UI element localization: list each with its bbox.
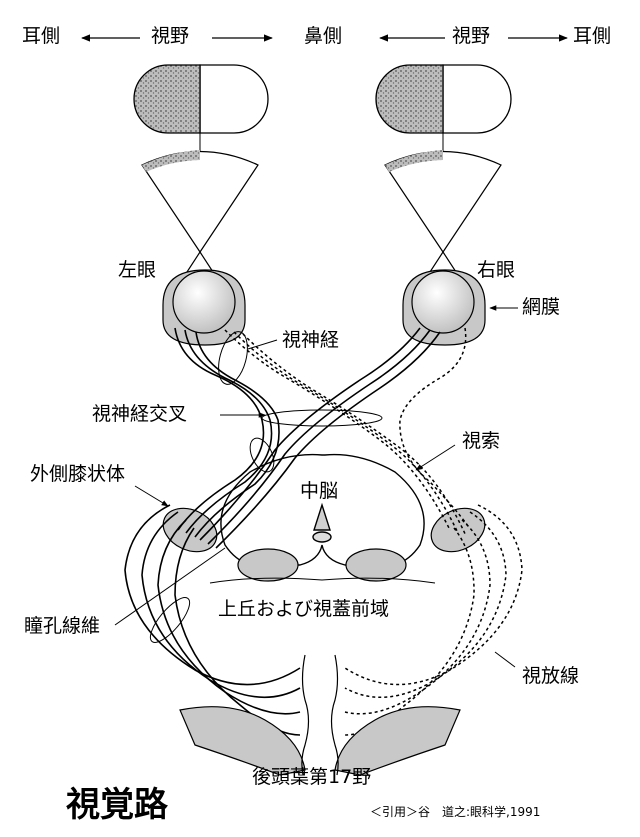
label-ear-right: 耳側 <box>573 27 611 46</box>
diagram-title: 視覚路 <box>66 788 168 822</box>
label-retina: 網膜 <box>522 298 560 317</box>
label-visual-cortex: 後頭葉第17野 <box>252 768 371 787</box>
superior-colliculi <box>238 549 406 581</box>
label-ear-left: 耳側 <box>22 27 60 46</box>
midbrain-outline <box>221 455 424 565</box>
label-nasal-side: 鼻側 <box>304 27 342 46</box>
occipital-midline <box>302 655 338 775</box>
occipital-lobes <box>180 707 460 775</box>
label-optic-chiasm: 視神経交叉 <box>92 405 187 424</box>
label-optic-tract: 視索 <box>462 432 500 451</box>
label-pupillary-fibers: 瞳孔線維 <box>24 617 100 636</box>
citation: ＜引用＞谷 道之:眼科学,1991 <box>370 806 540 818</box>
label-visual-field-left: 視野 <box>151 27 189 46</box>
label-lateral-geniculate: 外側膝状体 <box>30 465 125 484</box>
label-visual-field-right: 視野 <box>452 27 490 46</box>
label-optic-nerve: 視神経 <box>282 331 339 350</box>
label-left-eye: 左眼 <box>118 261 156 280</box>
label-superior-colliculus: 上丘および視蓋前域 <box>218 600 389 619</box>
brainstem-base-line <box>210 578 435 583</box>
label-right-eye: 右眼 <box>477 261 515 280</box>
label-optic-radiation: 視放線 <box>522 667 579 686</box>
label-midbrain: 中脳 <box>300 482 338 501</box>
